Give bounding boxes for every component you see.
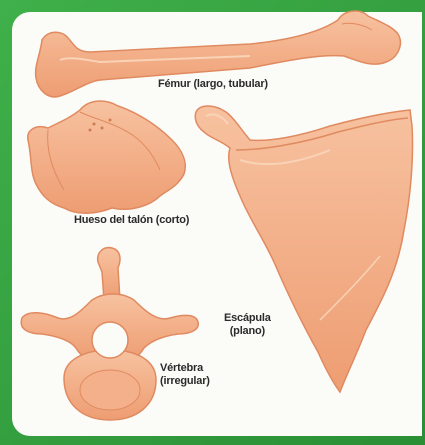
vertebra-bone [21,248,198,420]
vertebra-label: Vértebra (irregular) [160,362,210,388]
vertebra-label-line2: (irregular) [160,375,210,388]
femur-label: Fémur (largo, tubular) [158,78,268,91]
vertebra-label-line1: Vértebra [160,362,210,375]
scapula-label: Escápula (plano) [224,312,271,338]
heel-bone [28,101,186,213]
scapula-label-line1: Escápula [224,312,271,325]
scapula-bone [195,106,412,392]
heel-bone-label: Hueso del talón (corto) [74,214,189,227]
scapula-label-line2: (plano) [224,325,271,338]
